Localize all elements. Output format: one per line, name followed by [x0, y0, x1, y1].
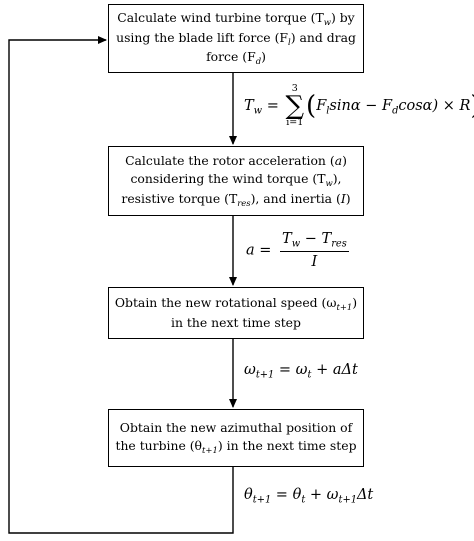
accel-box-line1-tail: ) — [342, 153, 347, 169]
fraction-denominator: I — [311, 254, 318, 271]
torque-box-line2: using the blade lift force (F — [116, 29, 289, 45]
accel-box-line3-end: ) — [345, 190, 351, 206]
eq2-num-t-sub: w — [291, 238, 301, 250]
fraction-numerator: Tw − Tres — [280, 231, 349, 253]
summation-symbol: 3 ∑ i=1 — [285, 84, 304, 128]
eq1-close-paren: ) — [470, 91, 474, 121]
accel-box-line1: Calculate the rotor acceleration ( — [125, 153, 335, 169]
eq4-r1: θ — [292, 487, 302, 503]
eq2-num-tres-sub: res — [331, 238, 347, 250]
eq1-lhs: T — [244, 97, 254, 114]
speed-box-line2: in the next time step — [171, 315, 301, 331]
torque-calculation-box: Calculate wind turbine torque (Tw) by us… — [108, 4, 364, 73]
acceleration-calculation-box: Calculate the rotor acceleration (a) con… — [108, 146, 364, 216]
eq3-r2: aΔt — [332, 362, 358, 378]
azimuthal-position-equation: θt+1 = θt + ωt+1Δt — [244, 487, 373, 505]
torque-box-sub-w: w — [323, 16, 331, 27]
accel-box-var-i: I — [340, 190, 346, 206]
eq1-equals: = — [266, 97, 279, 114]
feedback-loop-arrow — [8, 36, 234, 534]
eq3-r1-sub: t — [307, 369, 312, 381]
accel-box-line2-tail: ), — [332, 170, 342, 186]
eq3-plus: + — [311, 362, 333, 378]
eq3-r1: ω — [295, 362, 308, 378]
accel-box-var-a: a — [334, 153, 343, 169]
eq3-lhs-sub: t+1 — [255, 369, 275, 381]
eq1-f-d-sub: d — [392, 105, 399, 117]
position-box-line2-tail: ) in the next time step — [217, 437, 357, 453]
torque-box-line1: Calculate wind turbine torque (T — [117, 9, 324, 25]
eq2-lhs: a — [246, 242, 255, 259]
azimuthal-position-box: Obtain the new azimuthal position of the… — [108, 409, 364, 467]
eq2-num-t: T — [282, 231, 292, 247]
eq2-num-tres: T — [321, 231, 332, 247]
sigma-glyph: ∑ — [285, 90, 305, 121]
position-box-sub: t+1 — [202, 444, 218, 455]
eq1-f-l-sub: l — [326, 105, 330, 117]
eq4-lhs-sub: t+1 — [252, 494, 272, 506]
position-box-line2: the turbine (θ — [115, 437, 203, 453]
eq1-f-l: F — [316, 97, 327, 114]
eq2-num-minus: − — [300, 231, 322, 247]
eq4-equals: = — [271, 487, 293, 503]
sum-upper-limit: 3 — [291, 83, 298, 94]
eq1-open-paren: ( — [306, 90, 317, 121]
torque-box-line3: force (F — [206, 49, 256, 65]
eq1-term2: cosα) × R — [398, 97, 471, 114]
sum-lower-limit: i=1 — [286, 117, 304, 129]
eq1-f-d: F — [382, 97, 393, 114]
eq4-plus: + — [305, 487, 327, 503]
torque-box-sub-d: d — [255, 56, 262, 67]
acceleration-equation: a = Tw − Tres I — [246, 231, 349, 270]
torque-box-line2-tail: ) and drag — [290, 29, 356, 45]
accel-box-sub-w: w — [325, 177, 333, 188]
acceleration-fraction: Tw − Tres I — [280, 231, 349, 270]
torque-box-sub-l: l — [288, 36, 291, 47]
rotational-speed-box: Obtain the new rotational speed (ωt+1) i… — [108, 287, 364, 339]
accel-box-sub-res: res — [237, 197, 251, 208]
eq1-term1: sinα − — [329, 97, 382, 114]
torque-box-line1-tail: ) by — [330, 9, 355, 25]
eq4-r3: Δt — [356, 487, 374, 503]
accel-box-line3-tail: ), and inertia ( — [250, 190, 341, 206]
torque-equation: Tw = 3 ∑ i=1 (Flsinα − Fdcosα) × R)i — [244, 84, 474, 128]
speed-box-line1: Obtain the new rotational speed (ω — [114, 295, 337, 311]
eq2-equals: = — [259, 242, 272, 259]
eq4-lhs: θ — [244, 487, 253, 503]
eq4-r1-sub: t — [301, 494, 306, 506]
position-box-line1: Obtain the new azimuthal position of — [119, 420, 353, 436]
speed-box-sub: t+1 — [336, 302, 353, 313]
eq3-lhs: ω — [244, 362, 256, 378]
eq4-r2: ω — [326, 487, 339, 503]
accel-box-line3: resistive torque (T — [121, 190, 238, 206]
speed-box-line1-tail: ) — [352, 295, 358, 311]
eq3-equals: = — [274, 362, 296, 378]
eq4-r2-sub: t+1 — [338, 494, 357, 506]
rotational-speed-equation: ωt+1 = ωt + aΔt — [244, 362, 358, 380]
eq1-lhs-sub: w — [253, 105, 263, 117]
accel-box-line2: considering the wind torque (T — [130, 170, 326, 186]
torque-box-line3-tail: ) — [261, 49, 266, 65]
